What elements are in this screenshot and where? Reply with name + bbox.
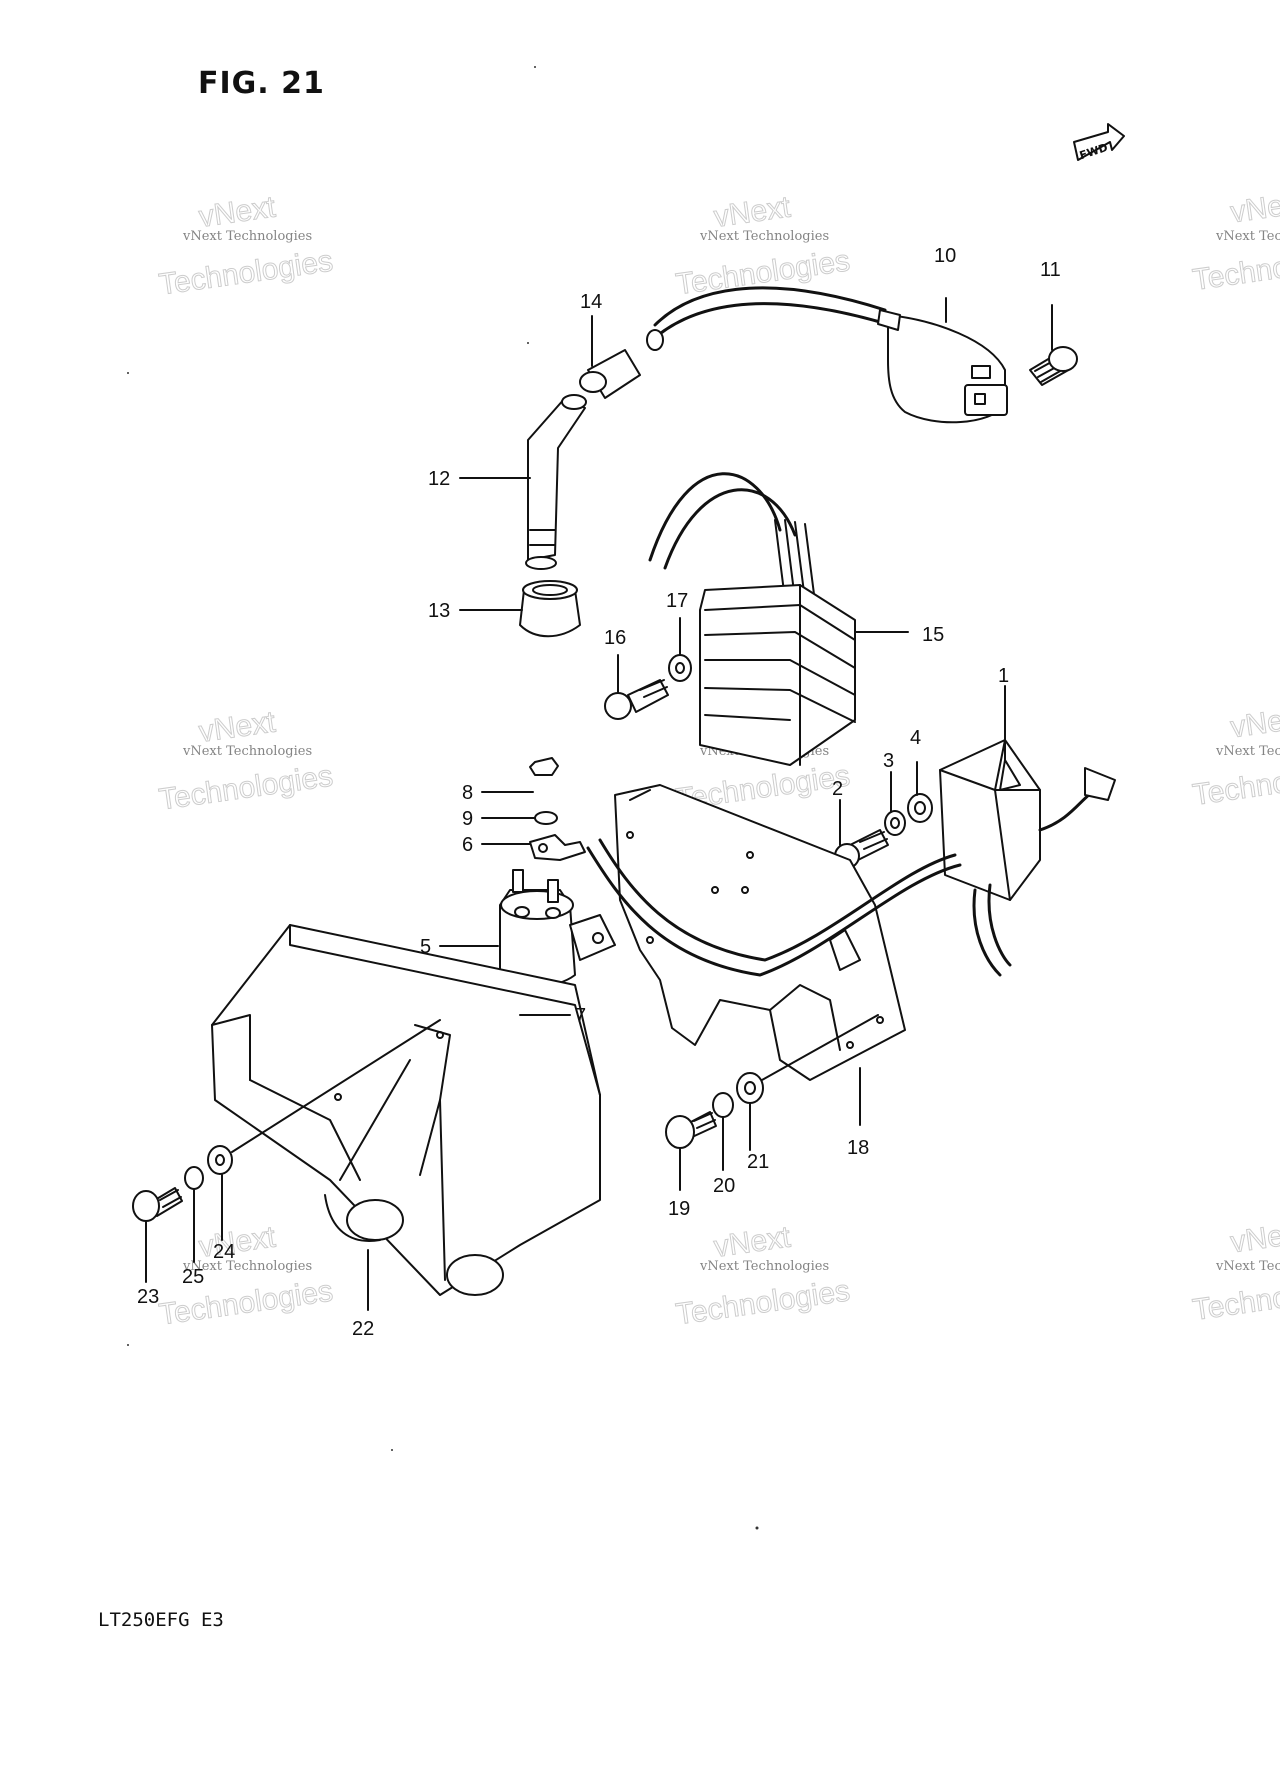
rubber-boot-part-13 — [519, 580, 581, 638]
callout-4: 4 — [910, 727, 921, 749]
watermark-vnext: vNext — [712, 1220, 793, 1263]
lead-cap-part-14 — [579, 329, 664, 399]
callout-3: 3 — [883, 750, 894, 772]
callout-2: 2 — [832, 778, 843, 800]
watermark-vnext: vNext — [1229, 701, 1280, 744]
watermark-text: vNext Technologies — [1215, 1259, 1280, 1274]
regulator-part-15 — [648, 472, 856, 766]
callout-15: 15 — [922, 624, 944, 646]
callout-22: 22 — [352, 1318, 374, 1340]
watermark-tech: Technologies — [157, 760, 335, 817]
washer-part-4 — [907, 793, 933, 823]
washer-part-24 — [207, 1145, 233, 1175]
callout-16: 16 — [604, 627, 626, 649]
watermark-tech: Technologies — [1191, 1270, 1280, 1327]
callout-23: 23 — [137, 1286, 159, 1308]
model-code: LT250EFG E3 — [98, 1609, 224, 1631]
callout-20: 20 — [713, 1175, 735, 1197]
bolt-part-23 — [132, 1187, 183, 1222]
ignition-coil-part-10 — [648, 286, 1008, 424]
watermark-vnext: vNext — [1229, 1216, 1280, 1259]
callout-10: 10 — [934, 245, 956, 267]
nut-part-8 — [529, 757, 559, 776]
battery-case-part-22 — [211, 924, 601, 1296]
washer-part-9 — [534, 811, 558, 825]
fwd-arrow-icon: FWD — [1073, 123, 1125, 162]
callout-24: 24 — [213, 1241, 235, 1263]
washer-part-17 — [668, 654, 692, 682]
callout-19: 19 — [668, 1198, 690, 1220]
watermark-tech: Technologies — [674, 1274, 852, 1331]
callout-8: 8 — [462, 782, 473, 804]
washer-part-25 — [184, 1166, 204, 1190]
callout-1: 1 — [998, 665, 1009, 687]
callout-25: 25 — [182, 1266, 204, 1288]
terminal-part-6 — [529, 834, 586, 861]
figure-title: FIG. 21 — [198, 66, 325, 101]
callout-21: 21 — [747, 1151, 769, 1173]
watermark-tech: Technologies — [674, 244, 852, 301]
washer-part-20 — [712, 1092, 734, 1118]
screw-part-11 — [1029, 346, 1078, 386]
guide-line-24 — [231, 1019, 441, 1153]
callout-6: 6 — [462, 834, 473, 856]
watermark-text: vNext Technologies — [182, 1259, 312, 1274]
washer-part-21 — [736, 1072, 764, 1104]
watermark-vnext: vNext — [1229, 186, 1280, 229]
callout-13: 13 — [428, 600, 450, 622]
bolt-part-19 — [665, 1111, 717, 1149]
watermark-text: vNext Technologies — [182, 229, 312, 244]
screw-part-16 — [604, 679, 669, 720]
guide-line-21 — [761, 1014, 879, 1081]
callout-18: 18 — [847, 1137, 869, 1159]
callout-7: 7 — [575, 1005, 586, 1027]
scan-specks — [127, 66, 759, 1530]
callout-5: 5 — [420, 936, 431, 958]
leader-lines — [145, 297, 1053, 1311]
watermark-vnext: vNext — [712, 190, 793, 233]
watermark-tech: Technologies — [1191, 755, 1280, 812]
callout-14: 14 — [580, 291, 602, 313]
callout-17: 17 — [666, 590, 688, 612]
watermark-vnext: vNext — [197, 190, 278, 233]
plug-cap-part-12 — [525, 394, 587, 570]
wiring-harness-2 — [598, 838, 957, 962]
watermark-text: vNext Technologies — [699, 1259, 829, 1274]
washer-part-3 — [884, 810, 906, 836]
callout-11: 11 — [1040, 259, 1061, 281]
watermark-tech: Technologies — [157, 245, 335, 302]
watermark-text: vNext Technologies — [699, 229, 829, 244]
watermark-tech: Technologies — [1191, 240, 1280, 297]
fwd-label: FWD — [1078, 141, 1109, 162]
watermark-text: vNext Technologies — [1215, 744, 1280, 759]
starter-relay-part-5 — [499, 869, 616, 988]
bracket-part-18 — [614, 784, 906, 1081]
watermark-text: vNext Technologies — [1215, 229, 1280, 244]
callout-labels: 1 2 3 4 5 6 7 8 9 10 11 12 13 14 15 16 1… — [137, 245, 1061, 1340]
callout-12: 12 — [428, 468, 450, 490]
wiring-harness — [586, 846, 962, 977]
watermark-vnext: vNext — [197, 1220, 278, 1263]
watermark-vnext: vNext — [197, 705, 278, 748]
cdi-unit-part-1 — [939, 739, 1116, 977]
watermark-text: vNext Technologies — [182, 744, 312, 759]
callout-9: 9 — [462, 808, 473, 830]
